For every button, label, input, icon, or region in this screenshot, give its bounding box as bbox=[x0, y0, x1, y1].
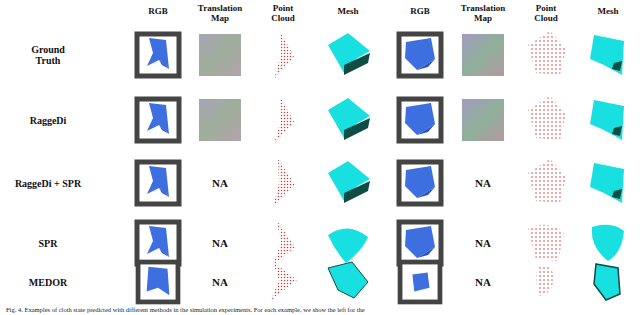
row-label: SPR bbox=[8, 238, 88, 249]
na-label: NA bbox=[468, 177, 498, 189]
na-label: NA bbox=[468, 276, 498, 288]
na-label: NA bbox=[205, 237, 235, 249]
na-label: NA bbox=[205, 276, 235, 288]
row-label: Ground Truth bbox=[18, 44, 78, 66]
column-header: Mesh bbox=[326, 7, 370, 17]
row-label: MEDOR bbox=[8, 277, 88, 288]
row-label: RaggeDi + SPR bbox=[6, 178, 90, 189]
na-label: NA bbox=[205, 177, 235, 189]
column-header: Point Cloud bbox=[263, 4, 303, 24]
row-label: RaggeDi bbox=[8, 115, 88, 126]
column-header: Point Cloud bbox=[526, 4, 566, 24]
column-header: RGB bbox=[133, 7, 183, 17]
figure-caption: Fig. 4. Examples of cloth state predicte… bbox=[6, 306, 365, 313]
column-header: RGB bbox=[395, 7, 445, 17]
column-header: Translation Map bbox=[458, 4, 508, 24]
column-header: Mesh bbox=[586, 7, 630, 17]
column-header: Translation Map bbox=[195, 4, 245, 24]
na-label: NA bbox=[468, 237, 498, 249]
